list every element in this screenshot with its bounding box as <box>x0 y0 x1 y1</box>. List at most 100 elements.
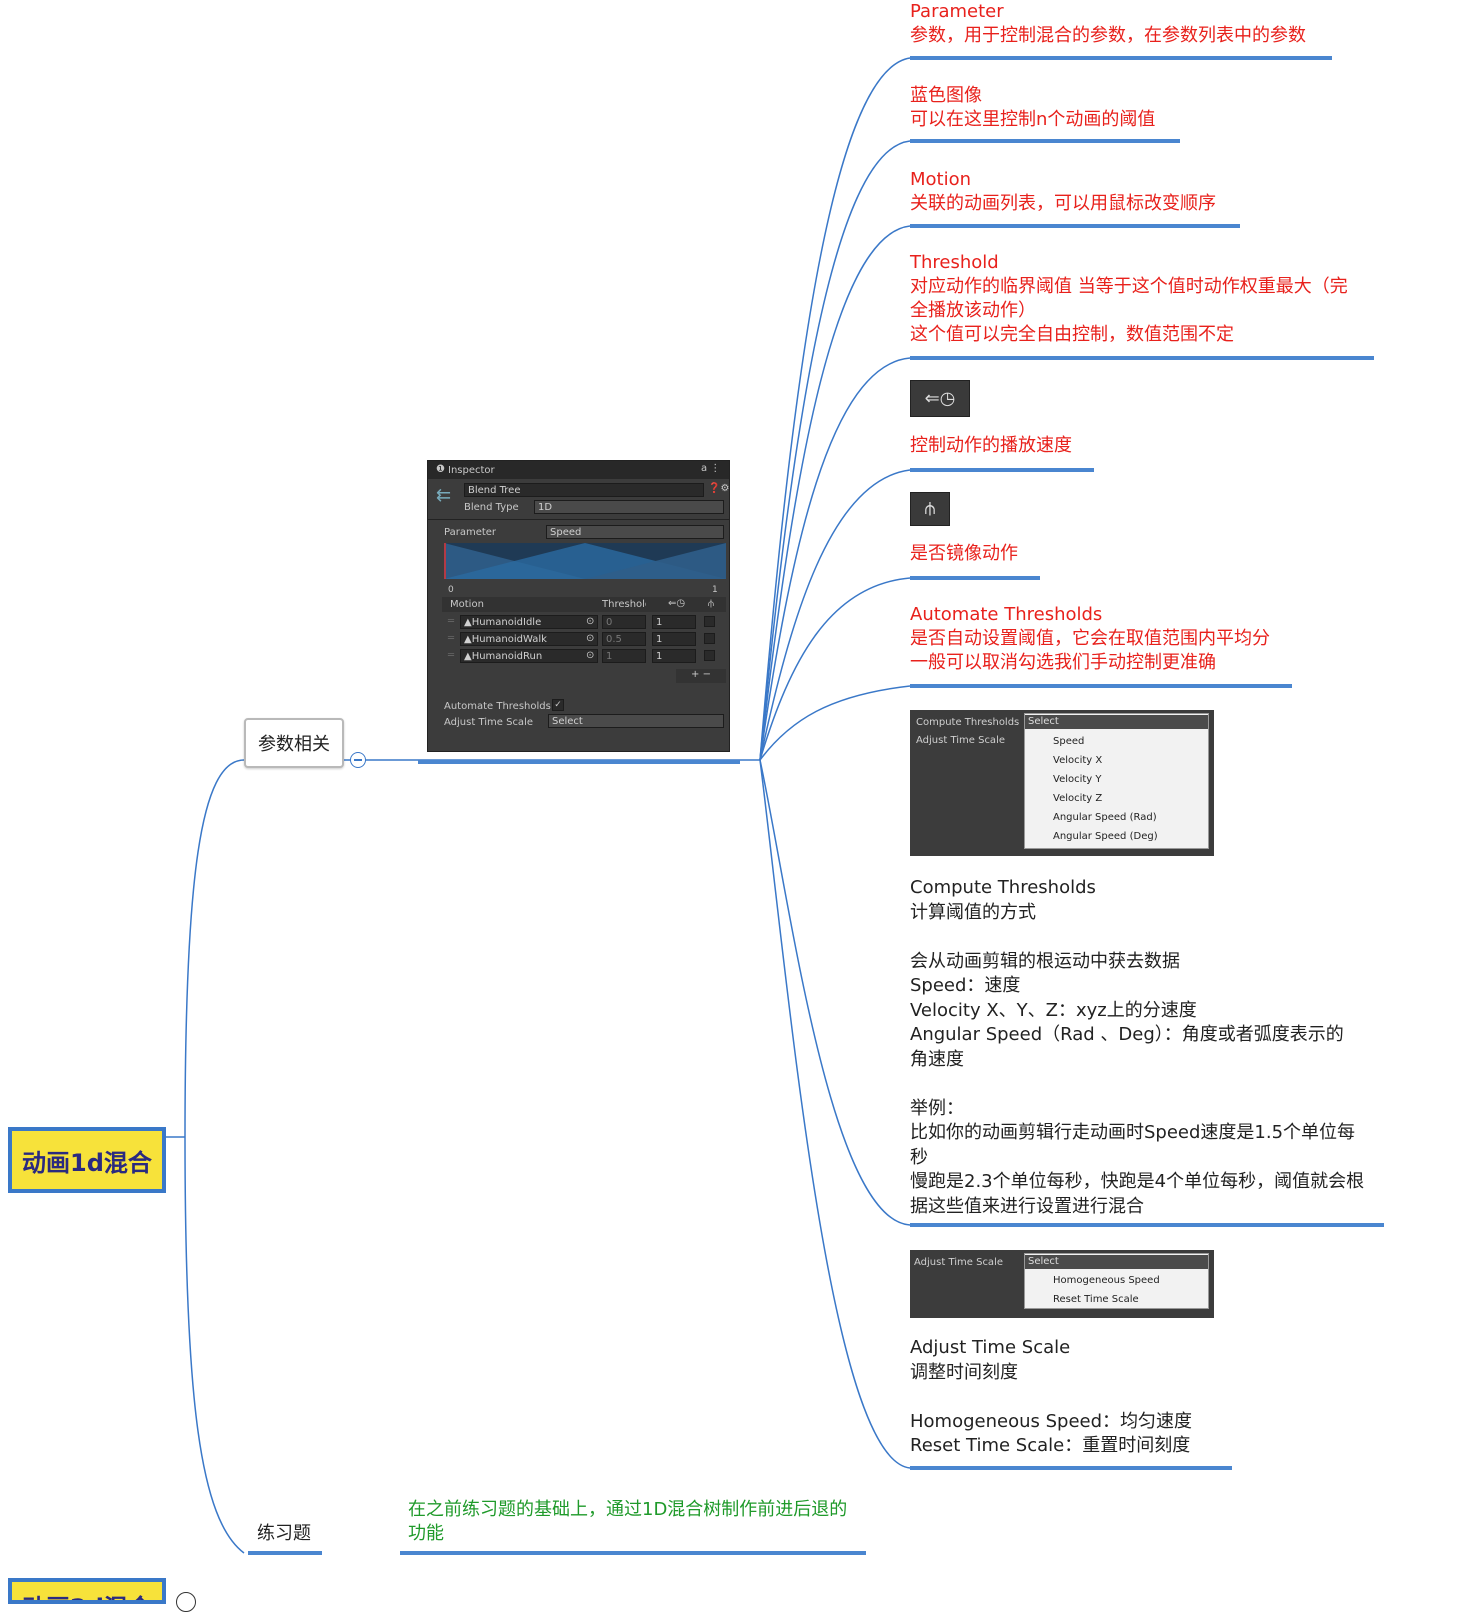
note-parameter-title: Parameter <box>910 1 1004 22</box>
threshold-field[interactable]: 0 <box>602 615 646 629</box>
motion-clip-field[interactable]: ▲HumanoidWalk <box>460 632 598 646</box>
adjust-panel-label: Adjust Time Scale <box>916 735 1005 746</box>
dropdown-option[interactable]: Velocity X <box>1053 755 1103 766</box>
dropdown-option[interactable]: Velocity Y <box>1053 774 1102 785</box>
motion-clip-field[interactable]: ▲HumanoidIdle <box>460 615 598 629</box>
drag-handle-icon[interactable]: ═ <box>448 616 455 627</box>
parameter-select[interactable]: Speed <box>546 525 724 539</box>
col-motion-label: Motion <box>450 599 484 610</box>
note-motion-desc: 关联的动画列表，可以用鼠标改变顺序 <box>910 193 1216 214</box>
target-icon[interactable]: ⊙ <box>586 650 595 661</box>
note-line: 角速度 <box>910 1048 964 1070</box>
note-motion-title: Motion <box>910 169 972 190</box>
automate-thresholds-checkbox[interactable]: ✓ <box>552 699 564 711</box>
info-icon: ❶ <box>436 464 445 475</box>
help-icon[interactable]: ❓⚙ <box>708 483 730 494</box>
note-line: Angular Speed（Rad 、Deg）：角度或者弧度表示的 <box>910 1024 1344 1045</box>
clip-icon: ▲ <box>464 651 472 662</box>
note-threshold-desc1: 对应动作的临界阈值 当等于这个值时动作权重最大（完 <box>910 276 1348 297</box>
note-threshold-desc3: 这个值可以完全自由控制，数值范围不定 <box>910 324 1234 345</box>
add-remove-buttons[interactable]: + − <box>676 669 726 683</box>
note-line: Reset Time Scale：重置时间刻度 <box>910 1435 1191 1456</box>
motion-row[interactable]: ═ ▲HumanoidWalk⊙ 0.5 1 <box>442 632 726 647</box>
motion-clip-name: HumanoidRun <box>471 651 543 662</box>
dropdown-option[interactable]: Reset Time Scale <box>1053 1294 1139 1305</box>
note-line: 举例： <box>910 1097 964 1119</box>
compute-select[interactable]: Select <box>1025 715 1208 729</box>
blend-graph[interactable] <box>444 543 726 583</box>
note-line: 秒 <box>910 1146 928 1168</box>
dropdown-option[interactable]: Homogeneous Speed <box>1053 1275 1160 1286</box>
note-line: Homogeneous Speed：均匀速度 <box>910 1410 1193 1432</box>
note-automate-desc2: 一般可以取消勾选我们手动控制更准确 <box>910 652 1216 673</box>
mirror-icon: ⫛ <box>910 492 950 526</box>
branch-params[interactable]: 参数相关 <box>244 718 344 768</box>
adjust-time-scale-label: Adjust Time Scale <box>444 717 533 728</box>
mirror-checkbox[interactable] <box>704 616 715 627</box>
note-line: 比如你的动画剪辑行走动画时Speed速度是1.5个单位每 <box>910 1122 1356 1143</box>
blend-type-select[interactable]: 1D <box>534 500 724 514</box>
target-icon[interactable]: ⊙ <box>586 616 595 627</box>
note-blue-image-title: 蓝色图像 <box>910 85 982 106</box>
note-line: 计算阈值的方式 <box>910 901 1036 923</box>
speed-field[interactable]: 1 <box>652 632 696 646</box>
speed-field[interactable]: 1 <box>652 615 696 629</box>
target-icon[interactable]: ⊙ <box>586 633 595 644</box>
adjust-time-scale-select[interactable]: Select <box>548 714 724 728</box>
root-title: 动画1d混合 <box>22 1148 152 1177</box>
motion-clip-field[interactable]: ▲HumanoidRun <box>460 649 598 663</box>
separator <box>428 519 729 520</box>
note-automate-title: Automate Thresholds <box>910 604 1103 625</box>
dropdown-option[interactable]: Velocity Z <box>1053 793 1103 804</box>
threshold-field[interactable]: 1 <box>602 649 646 663</box>
note-mirror-desc: 是否镜像动作 <box>910 543 1018 564</box>
speed-icon: ⇐◷ <box>910 380 970 417</box>
col-threshold-label: Threshold <box>602 599 646 610</box>
next-root-node[interactable]: 动画2d混合 <box>8 1578 166 1604</box>
drag-handle-icon[interactable]: ═ <box>448 633 455 644</box>
compute-panel-label: Compute Thresholds <box>916 717 1020 728</box>
note-line: Velocity X、Y、Z：xyz上的分速度 <box>910 999 1197 1021</box>
root-node[interactable]: 动画1d混合 <box>8 1127 166 1193</box>
blend-tree-name-field[interactable]: Blend Tree <box>464 483 704 497</box>
mirror-checkbox[interactable] <box>704 633 715 644</box>
note-line: 据这些值来进行设置进行混合 <box>910 1195 1144 1217</box>
next-root-collapse-icon[interactable] <box>176 1592 196 1612</box>
practice-note: 在之前练习题的基础上，通过1D混合树制作前进后退的功能 <box>408 1499 848 1544</box>
axis-max-label: 1 <box>712 585 718 595</box>
drag-handle-icon[interactable]: ═ <box>448 650 455 661</box>
speed-field[interactable]: 1 <box>652 649 696 663</box>
lock-icon[interactable]: a ⋮ <box>701 463 721 474</box>
motion-clip-name: HumanoidIdle <box>471 617 542 628</box>
mirror-col-icon: ⫛ <box>708 598 714 609</box>
blend-type-label: Blend Type <box>464 502 519 513</box>
motion-list-header: Motion Threshold ⇐◷ ⫛ <box>442 597 726 612</box>
inspector-tab[interactable]: ❶ Inspector a ⋮ <box>428 461 729 479</box>
note-line: Speed：速度 <box>910 975 1021 996</box>
next-root-title: 动画2d混合 <box>22 1588 152 1600</box>
threshold-field[interactable]: 0.5 <box>602 632 646 646</box>
branch-practice-label[interactable]: 练习题 <box>257 1523 311 1544</box>
note-line: Adjust Time Scale <box>910 1337 1071 1358</box>
note-parameter-desc: 参数，用于控制混合的参数，在参数列表中的参数 <box>910 25 1306 46</box>
motion-clip-name: HumanoidWalk <box>471 634 547 645</box>
note-line: 会从动画剪辑的根运动中获去数据 <box>910 950 1180 972</box>
dropdown-option[interactable]: Angular Speed (Deg) <box>1053 831 1158 842</box>
note-line: 调整时间刻度 <box>910 1361 1018 1383</box>
note-speed-desc: 控制动作的播放速度 <box>910 435 1072 456</box>
adjust-select[interactable]: Select <box>1025 1255 1208 1269</box>
dropdown-option[interactable]: Angular Speed (Rad) <box>1053 812 1157 823</box>
adjust-panel2-label: Adjust Time Scale <box>914 1257 1003 1268</box>
note-threshold-desc2: 全播放该动作） <box>910 300 1036 321</box>
mirror-checkbox[interactable] <box>704 650 715 661</box>
dropdown-option[interactable]: Speed <box>1053 736 1085 747</box>
branch-params-label: 参数相关 <box>258 734 330 755</box>
collapse-toggle-icon[interactable] <box>350 752 366 768</box>
note-threshold-title: Threshold <box>910 252 999 273</box>
parameter-label: Parameter <box>444 527 497 538</box>
